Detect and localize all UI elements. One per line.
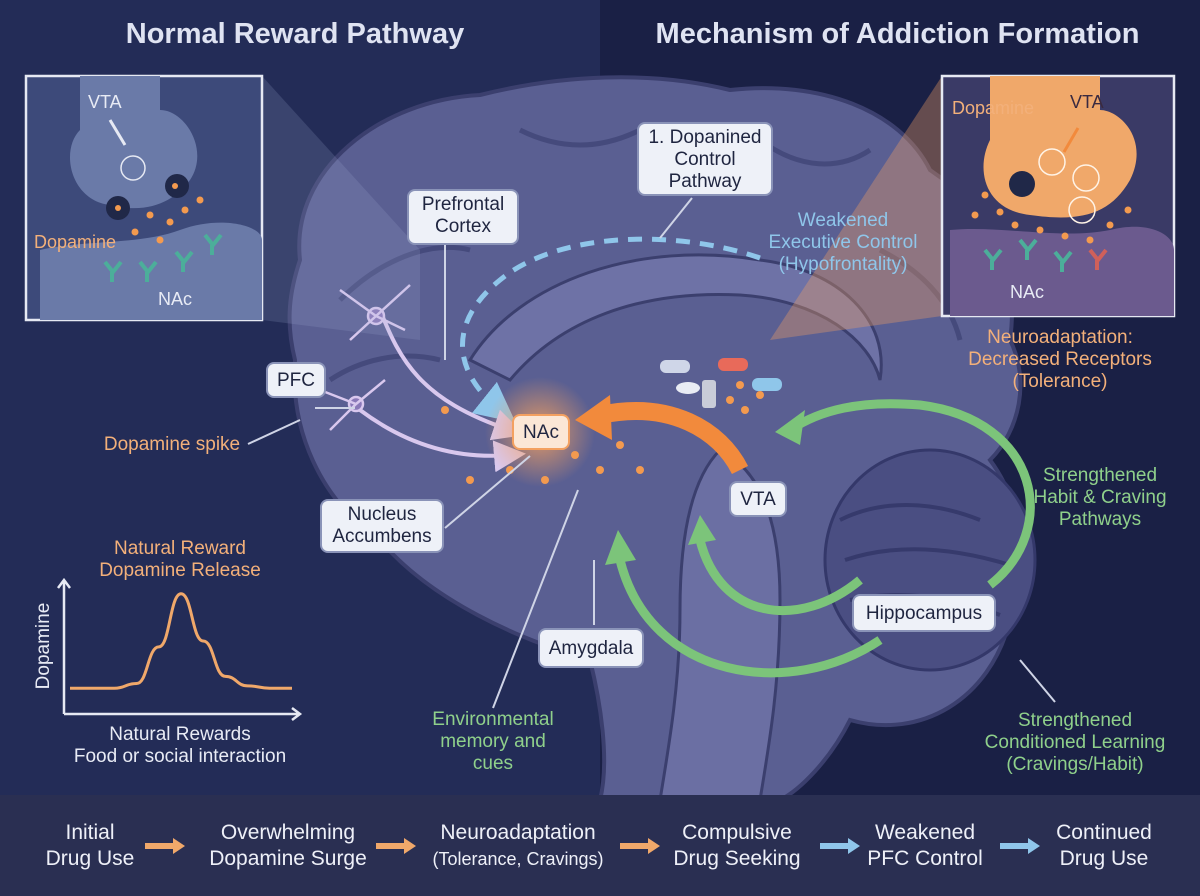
drug-pills-icon <box>660 358 782 408</box>
vta-nac-arrowhead <box>575 395 612 440</box>
neuron-icon <box>319 284 411 431</box>
habit-arrowheads <box>605 410 805 565</box>
left-inset-spotlight <box>262 76 420 340</box>
neuroadaptation-label: Neuroadaptation: Decreased Receptors (To… <box>968 327 1152 392</box>
right-synapse-inset <box>940 74 1176 318</box>
mini-chart <box>57 577 303 721</box>
chart-x-axis <box>64 707 303 721</box>
dopamine-dots <box>441 381 764 484</box>
pfc-label: PFC <box>266 362 326 398</box>
right-inset-spotlight <box>770 76 942 340</box>
control-pathway-arrow <box>460 236 761 423</box>
right-panel-title: Mechanism of Addiction Formation <box>655 18 1140 50</box>
right-inset-nac: NAc <box>1010 282 1045 302</box>
vta-nac-arrow <box>598 402 749 475</box>
prefrontal-cortex-label: Prefrontal Cortex <box>407 189 519 245</box>
left-inset-nac: NAc <box>158 289 193 309</box>
left-synapse-inset <box>24 74 264 322</box>
chart-series-line <box>70 592 292 690</box>
habit-pathways <box>615 399 1035 678</box>
weakened-control-label: Weakened Executive Control (Hypofrontali… <box>768 210 918 275</box>
nucleus-accumbens-label: Nucleus Accumbens <box>320 499 444 553</box>
right-inset-dopamine: Dopamine <box>952 98 1035 118</box>
strengthened-habit-label: Strengthened Habit & Craving Pathways <box>1033 465 1167 530</box>
vta-label: VTA <box>729 481 787 517</box>
flow-arrow-icon <box>1000 838 1040 854</box>
flow-arrow-icon <box>620 838 660 854</box>
label-connectors <box>247 197 1056 709</box>
flow-arrow-icon <box>376 838 416 854</box>
conditioned-learning-label: Strengthened Conditioned Learning (Cravi… <box>984 710 1166 775</box>
nac-label: NAc <box>512 414 570 450</box>
left-inset-dopamine: Dopamine <box>34 232 117 252</box>
hippocampus-label: Hippocampus <box>852 594 996 632</box>
environmental-cues-label: Environmental memory and cues <box>432 709 554 774</box>
flow-arrow-icon <box>145 838 185 854</box>
amygdala-label: Amygdala <box>538 628 644 668</box>
left-panel-title: Normal Reward Pathway <box>125 18 465 50</box>
control-pathway-label: 1. Dopanined Control Pathway <box>637 122 773 196</box>
pfc-nac-pathway-1 <box>378 309 526 441</box>
chart-title: Natural Reward Dopamine Release <box>99 538 261 581</box>
chart-x-label: Natural Rewards Food or social interacti… <box>73 724 287 767</box>
pfc-nac-pathway-2 <box>358 408 526 473</box>
flow-step: Neuroadaptation(Tolerance, Cravings) <box>432 821 604 869</box>
chart-y-label: Dopamine <box>33 602 54 690</box>
left-inset-vta: VTA <box>88 92 122 112</box>
right-inset-vta: VTA <box>1070 92 1104 112</box>
flow-arrow-icon <box>820 838 860 854</box>
chart-y-axis <box>57 577 71 714</box>
dopamine-spike-label: Dopamine spike <box>103 434 241 455</box>
